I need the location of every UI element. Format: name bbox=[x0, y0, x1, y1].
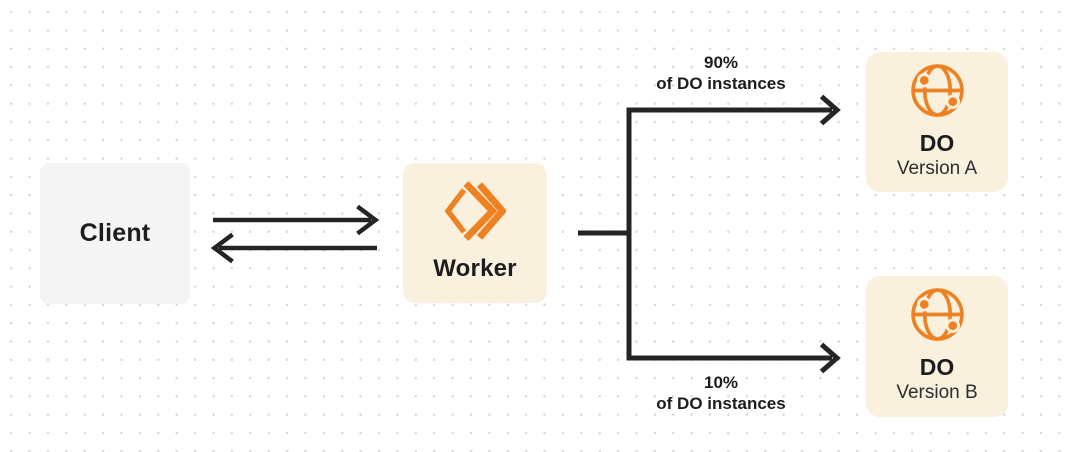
version-b-traffic-label: 10% of DO instances bbox=[611, 372, 831, 414]
traffic-caption: of DO instances bbox=[656, 74, 786, 93]
do-a-subtitle: Version A bbox=[896, 158, 978, 179]
traffic-caption: of DO instances bbox=[656, 394, 786, 413]
do-b-title: DO bbox=[919, 354, 955, 380]
arrow-client-to-worker bbox=[213, 204, 380, 236]
durable-object-globe-icon bbox=[910, 288, 964, 341]
do-a-title: DO bbox=[919, 130, 955, 156]
arrow-to-version-a bbox=[629, 94, 841, 126]
client-node: Client bbox=[40, 163, 190, 304]
do-version-b-node: DO Version B bbox=[866, 276, 1008, 417]
worker-label: Worker bbox=[433, 255, 517, 282]
arrow-worker-to-client bbox=[210, 232, 377, 264]
do-b-subtitle: Version B bbox=[896, 382, 978, 403]
client-label: Client bbox=[79, 219, 151, 247]
do-version-a-node: DO Version A bbox=[866, 52, 1008, 192]
durable-object-globe-icon bbox=[910, 64, 964, 117]
branch-trunk bbox=[578, 107, 632, 361]
traffic-percent: 10% bbox=[703, 373, 739, 392]
arrow-to-version-b bbox=[629, 342, 841, 374]
worker-node: Worker bbox=[403, 163, 547, 303]
version-a-traffic-label: 90% of DO instances bbox=[611, 52, 831, 94]
workers-logo-icon bbox=[444, 181, 506, 241]
traffic-percent: 90% bbox=[703, 53, 739, 72]
